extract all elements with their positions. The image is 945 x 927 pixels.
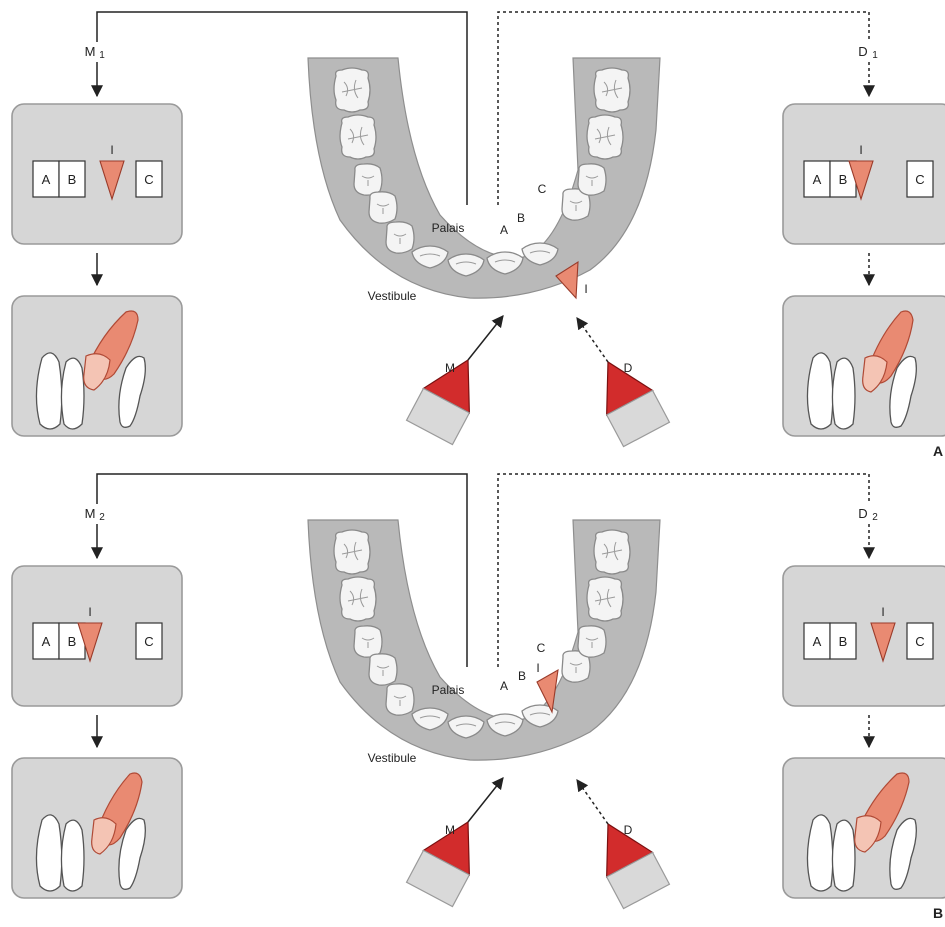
mesial-schematic-box-impacted-tooth [77,622,103,663]
arch-impacted-tooth [536,668,559,714]
tooth-label-a: A [500,679,508,693]
mesial-schematic-box-cell-b-label: B [68,172,77,187]
distal-beam-arrow [576,317,609,363]
mesial-connector-line [96,473,468,667]
mesial-projection-label: M [85,506,96,521]
distal-schematic-box-cell-a-label: A [813,634,822,649]
distal-teeth-box-teeth [806,772,917,892]
mesial-tube-label: M [445,361,455,375]
distal-schematic-box-cell-b-label: B [839,634,848,649]
distal-teeth-box-central-incisor-2 [831,357,856,430]
tooth-label-c: C [538,182,547,196]
distal-schematic-box-impacted-tooth [848,160,874,201]
mesial-schematic-box-cell-a-label: A [42,172,51,187]
mesial-schematic-box-cell-c [135,160,163,198]
distal-schematic-box-cell-b-label: B [839,172,848,187]
distal-connector-line [497,473,870,667]
mesial-schematic-box-frame [11,103,183,245]
mesial-schematic-box-impacted-tooth [99,160,125,201]
mesial-schematic-box-cell-b-label: B [68,634,77,649]
dental-arch-shape [308,520,660,760]
arch-impacted-label: I [536,661,539,675]
mesial-beam-arrow [467,315,504,361]
distal-teeth-box-canine [889,817,917,890]
distal-schematic-box-cell-c [906,160,934,198]
mesial-schematic-box-cell-a [32,160,60,198]
mesial-schematic-box-cell-a [32,622,60,660]
vestibule-label: Vestibule [368,289,417,303]
distal-teeth-box-central-incisor-2 [831,819,856,892]
mesial-connector-line [96,11,468,205]
distal-projection-subscript: 1 [872,50,878,61]
mesial-projection-subscript: 1 [99,50,105,61]
dental-arch [308,520,660,760]
panel-letter: A [933,443,943,459]
tooth-label-c: C [537,641,546,655]
distal-schematic-box-cell-a-label: A [813,172,822,187]
distal-teeth-box-central-incisor-1 [806,352,834,430]
distal-projection-label: D [858,506,867,521]
mesial-schematic-box-cell-a-label: A [42,634,51,649]
mesial-projection-subscript: 2 [99,512,105,523]
mesial-schematic-box-cell-b [58,160,86,198]
mesial-teeth-box-teeth [35,310,146,430]
distal-teeth-box-impacted-crown [862,355,888,393]
distal-schematic-box-impacted-tooth [870,622,896,663]
distal-schematic-box-impacted-label: I [881,605,884,619]
mesial-teeth-box-central-incisor-1 [35,814,63,892]
distal-schematic-box-cell-c-label: C [915,172,924,187]
tooth-label-b: B [517,211,525,225]
distal-schematic-box-cell-a [803,622,831,660]
vestibule-label: Vestibule [368,751,417,765]
mesial-teeth-box-impacted-crown [83,353,111,391]
mesial-schematic-box-cell-c [135,622,163,660]
panel-letter: B [933,905,943,921]
distal-teeth-box-impacted-crown [854,815,882,853]
mesial-schematic-box-cell-c-label: C [144,634,153,649]
distal-schematic-box-frame [782,565,945,707]
distal-tube-label: D [624,823,633,837]
distal-schematic-box-impacted-label: I [859,143,862,157]
distal-beam-arrow [576,779,609,825]
distal-projection-subscript: 2 [872,512,878,523]
tooth-label-b: B [518,669,526,683]
mesial-teeth-box-canine [118,817,146,890]
distal-connector-line [497,11,870,205]
mesial-teeth-box-central-incisor-2 [60,357,85,430]
mesial-teeth-box-canine [118,355,146,428]
mesial-schematic-box-impacted-label: I [88,605,91,619]
mesial-teeth-box-teeth [35,772,146,892]
mesial-schematic-box-cell-c-label: C [144,172,153,187]
mesial-teeth-box-central-incisor-2 [60,819,85,892]
mesial-teeth-box-central-incisor-1 [35,352,63,430]
distal-teeth-box-central-incisor-1 [806,814,834,892]
arch-impacted-tooth [555,260,579,300]
distal-schematic-box-cell-c [906,622,934,660]
palate-label: Palais [432,683,465,697]
mesial-teeth-box-impacted-crown [91,817,117,855]
mesial-beam-arrow [467,777,504,823]
distal-teeth-box-canine [889,355,917,428]
distal-schematic-box-cell-b [829,622,857,660]
distal-tube-label: D [624,361,633,375]
mesial-tube-label: M [445,823,455,837]
dental-arch-shape [308,58,660,298]
tooth-label-a: A [500,223,508,237]
dental-arch [308,58,660,298]
distal-projection-label: D [858,44,867,59]
arch-impacted-label: I [584,282,587,296]
mesial-projection-label: M [85,44,96,59]
palate-label: Palais [432,221,465,235]
distal-schematic-box-cell-c-label: C [915,634,924,649]
distal-teeth-box-teeth [806,310,917,430]
mesial-schematic-box-impacted-label: I [110,143,113,157]
